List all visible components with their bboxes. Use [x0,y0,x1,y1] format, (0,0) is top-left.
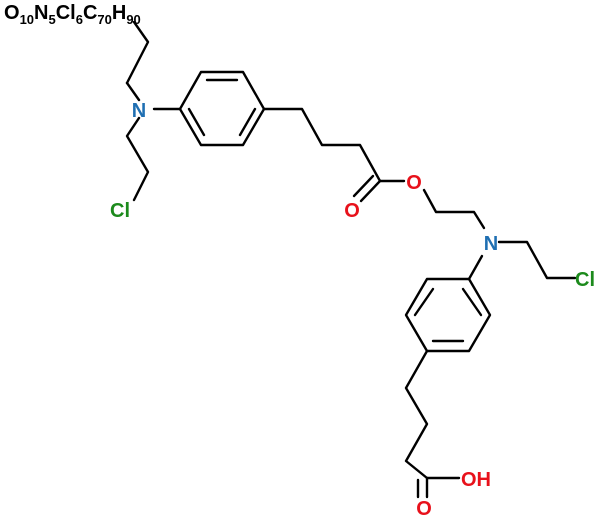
atom-nitrogen-2: N [484,233,498,255]
atom-chlorine-1: Cl [110,200,130,222]
atom-oxygen-carbonyl-1: O [344,200,360,222]
molecular-formula: O10N5Cl6C70H90 [4,0,141,26]
bond-chloroethyl-1 [125,116,150,202]
bond-layer [125,20,577,499]
benzene-ring-1 [178,70,266,147]
bond-chloroethyl-2 [497,240,577,280]
ring-2-double-bonds [413,287,483,343]
formula-subscript: 70 [97,12,112,27]
formula-subscript: 10 [19,12,35,27]
atom-oxygen-carbonyl-2: O [416,498,432,519]
formula-symbol: O [4,2,20,24]
formula-symbol: Cl [55,2,76,24]
bond-chain-top [125,20,150,85]
bond-carbonyl-1-double [352,174,375,198]
atom-hydroxyl: OH [461,469,491,491]
bond-acid-chain [404,349,429,480]
bond-n1-chain [125,81,141,102]
formula-symbol: N [34,2,49,24]
bond-butanoyl-chain [262,107,382,183]
atom-chlorine-2: Cl [575,269,595,291]
bond-ester-ethyl [422,188,486,230]
formula-subscript: 5 [48,12,56,27]
atom-nitrogen-1: N [132,100,146,122]
formula-subscript: 6 [75,12,83,27]
formula-symbol: H [111,2,127,24]
formula-subscript: 90 [126,12,141,27]
bond-carbonyl-1 [359,179,382,203]
formula-symbol: C [82,2,98,24]
atom-oxygen-ester: O [406,172,422,194]
bond-n2-ring2 [467,254,484,281]
ring-1-double-bonds [187,78,257,137]
